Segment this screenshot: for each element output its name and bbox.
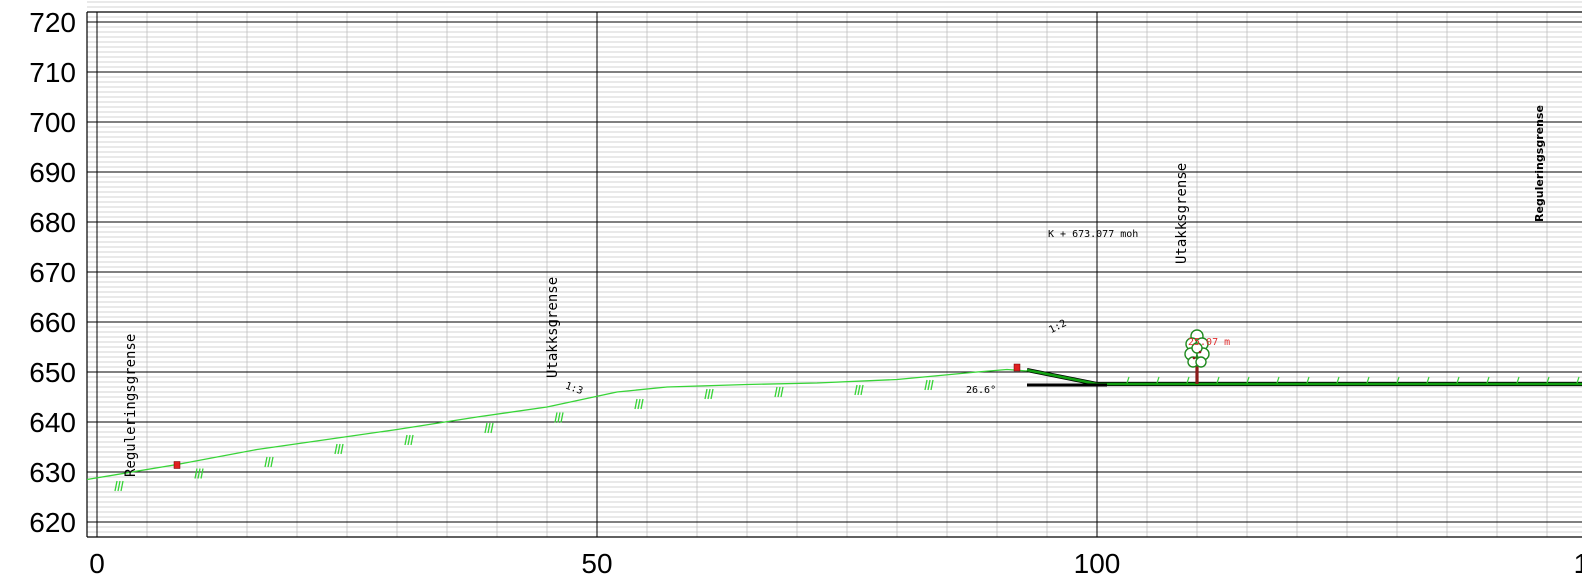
- annotations: Reguleringsgrense Utakksgrense Utakksgre…: [123, 105, 1546, 477]
- y-tick-label: 640: [29, 407, 76, 438]
- slope-tick: [1216, 376, 1220, 384]
- slope-left-label: 1:3: [564, 381, 585, 398]
- y-tick-label: 670: [29, 257, 76, 288]
- tree-icon: [1184, 329, 1210, 384]
- tree-foliage: [1195, 356, 1207, 368]
- terrain-hatch: [780, 386, 784, 398]
- elevation-label: K + 673.077 moh: [1048, 229, 1138, 240]
- slope-tick: [1576, 376, 1580, 384]
- terrain-hatch: [704, 388, 708, 400]
- terrain-hatch: [267, 456, 271, 468]
- x-tick-label: 150: [1574, 548, 1582, 579]
- height-label: 25.07 m: [1188, 337, 1230, 348]
- slope-tick: [1486, 376, 1490, 384]
- slope-tick: [1366, 376, 1370, 384]
- tick-labels: 620 630 640 650 660 670 680 690 700 710 720 0 50 100 1…: [29, 7, 1582, 579]
- terrain-hatch: [200, 468, 204, 479]
- terrain-hatch: [860, 384, 864, 396]
- terrain-hatch: [487, 422, 491, 434]
- right-boundary-label: Reguleringsgrense: [1533, 105, 1546, 222]
- terrain-hatch: [924, 379, 928, 391]
- left-intake-label: Utakksgrense: [545, 277, 561, 378]
- terrain-hatch: [490, 422, 494, 434]
- x-tick-label: 100: [1074, 548, 1121, 579]
- terrain-hatch: [637, 398, 641, 410]
- terrain-hatch: [640, 398, 644, 410]
- terrain-hatch: [854, 384, 858, 396]
- slope-tick: [1456, 376, 1460, 384]
- terrain-hatch: [120, 480, 124, 492]
- terrain-hatch: [114, 480, 118, 492]
- slope-tick: [1516, 376, 1520, 384]
- slope-right-label: 1:2: [1047, 318, 1068, 336]
- y-tick-label: 620: [29, 507, 76, 538]
- slope-tick: [1276, 376, 1280, 384]
- tree-foliage: [1191, 342, 1203, 354]
- x-tick-label: 0: [89, 548, 105, 579]
- slope-tick: [1426, 376, 1430, 384]
- slope-tick: [1546, 376, 1550, 384]
- series-layer: [86, 367, 1582, 481]
- terrain-hatch: [777, 386, 781, 398]
- y-tick-label: 650: [29, 357, 76, 388]
- y-tick-label: 660: [29, 307, 76, 338]
- terrain-hatch: [857, 384, 861, 396]
- minor-grid: [87, 1, 1582, 537]
- terrain-hatch: [337, 443, 341, 455]
- terrain-hatch: [194, 468, 198, 479]
- terrain-hatch: [774, 386, 778, 398]
- terrain-hatch: [634, 398, 638, 410]
- terrain-hatch: [410, 434, 414, 446]
- design-profile-line: [1026, 368, 1582, 386]
- slope-tick: [1306, 376, 1310, 384]
- terrain-hatch: [560, 412, 564, 423]
- x-tick-label: 50: [581, 548, 612, 579]
- terrain-hatch: [340, 443, 344, 455]
- slope-tick: [1186, 376, 1190, 384]
- boundary-marker: [173, 461, 181, 469]
- terrain-hatch: [197, 468, 201, 479]
- terrain-hatch: [407, 434, 411, 446]
- left-boundary-label: Reguleringsgrense: [123, 334, 139, 477]
- slope-tick: [1396, 376, 1400, 384]
- terrain-hatch: [707, 388, 711, 400]
- y-tick-label: 630: [29, 457, 76, 488]
- terrain-line: [86, 368, 1028, 481]
- slope-tick: [1336, 376, 1340, 384]
- y-tick-label: 690: [29, 157, 76, 188]
- terrain-hatch: [557, 412, 561, 423]
- tree-fruit: [1192, 356, 1196, 360]
- terrain-hatch: [264, 456, 268, 468]
- terrain-hatch: [270, 456, 274, 468]
- angle-label: 26.6°: [966, 385, 996, 396]
- tree-trunk: [1195, 350, 1199, 384]
- decorations: [114, 329, 1580, 492]
- terrain-hatch: [930, 379, 934, 391]
- y-tick-label: 710: [29, 57, 76, 88]
- slope-tick: [1126, 376, 1130, 384]
- y-tick-label: 680: [29, 207, 76, 238]
- design-profile-outline: [1026, 367, 1582, 387]
- boundary-marker: [1013, 363, 1021, 372]
- terrain-hatch: [710, 388, 714, 400]
- right-intake-label: Utakksgrense: [1174, 163, 1190, 264]
- major-grid: [86, 11, 1582, 538]
- terrain-hatch: [484, 422, 488, 434]
- terrain-hatch: [117, 480, 121, 492]
- slope-tick: [1156, 376, 1160, 384]
- terrain-hatch: [334, 443, 338, 455]
- terrain-hatch: [554, 412, 558, 423]
- y-tick-label: 720: [29, 7, 76, 38]
- tree-fruit: [1198, 350, 1202, 354]
- y-tick-label: 700: [29, 107, 76, 138]
- terrain-hatch: [404, 434, 408, 446]
- terrain-hatch: [927, 379, 931, 391]
- slope-tick: [1246, 376, 1250, 384]
